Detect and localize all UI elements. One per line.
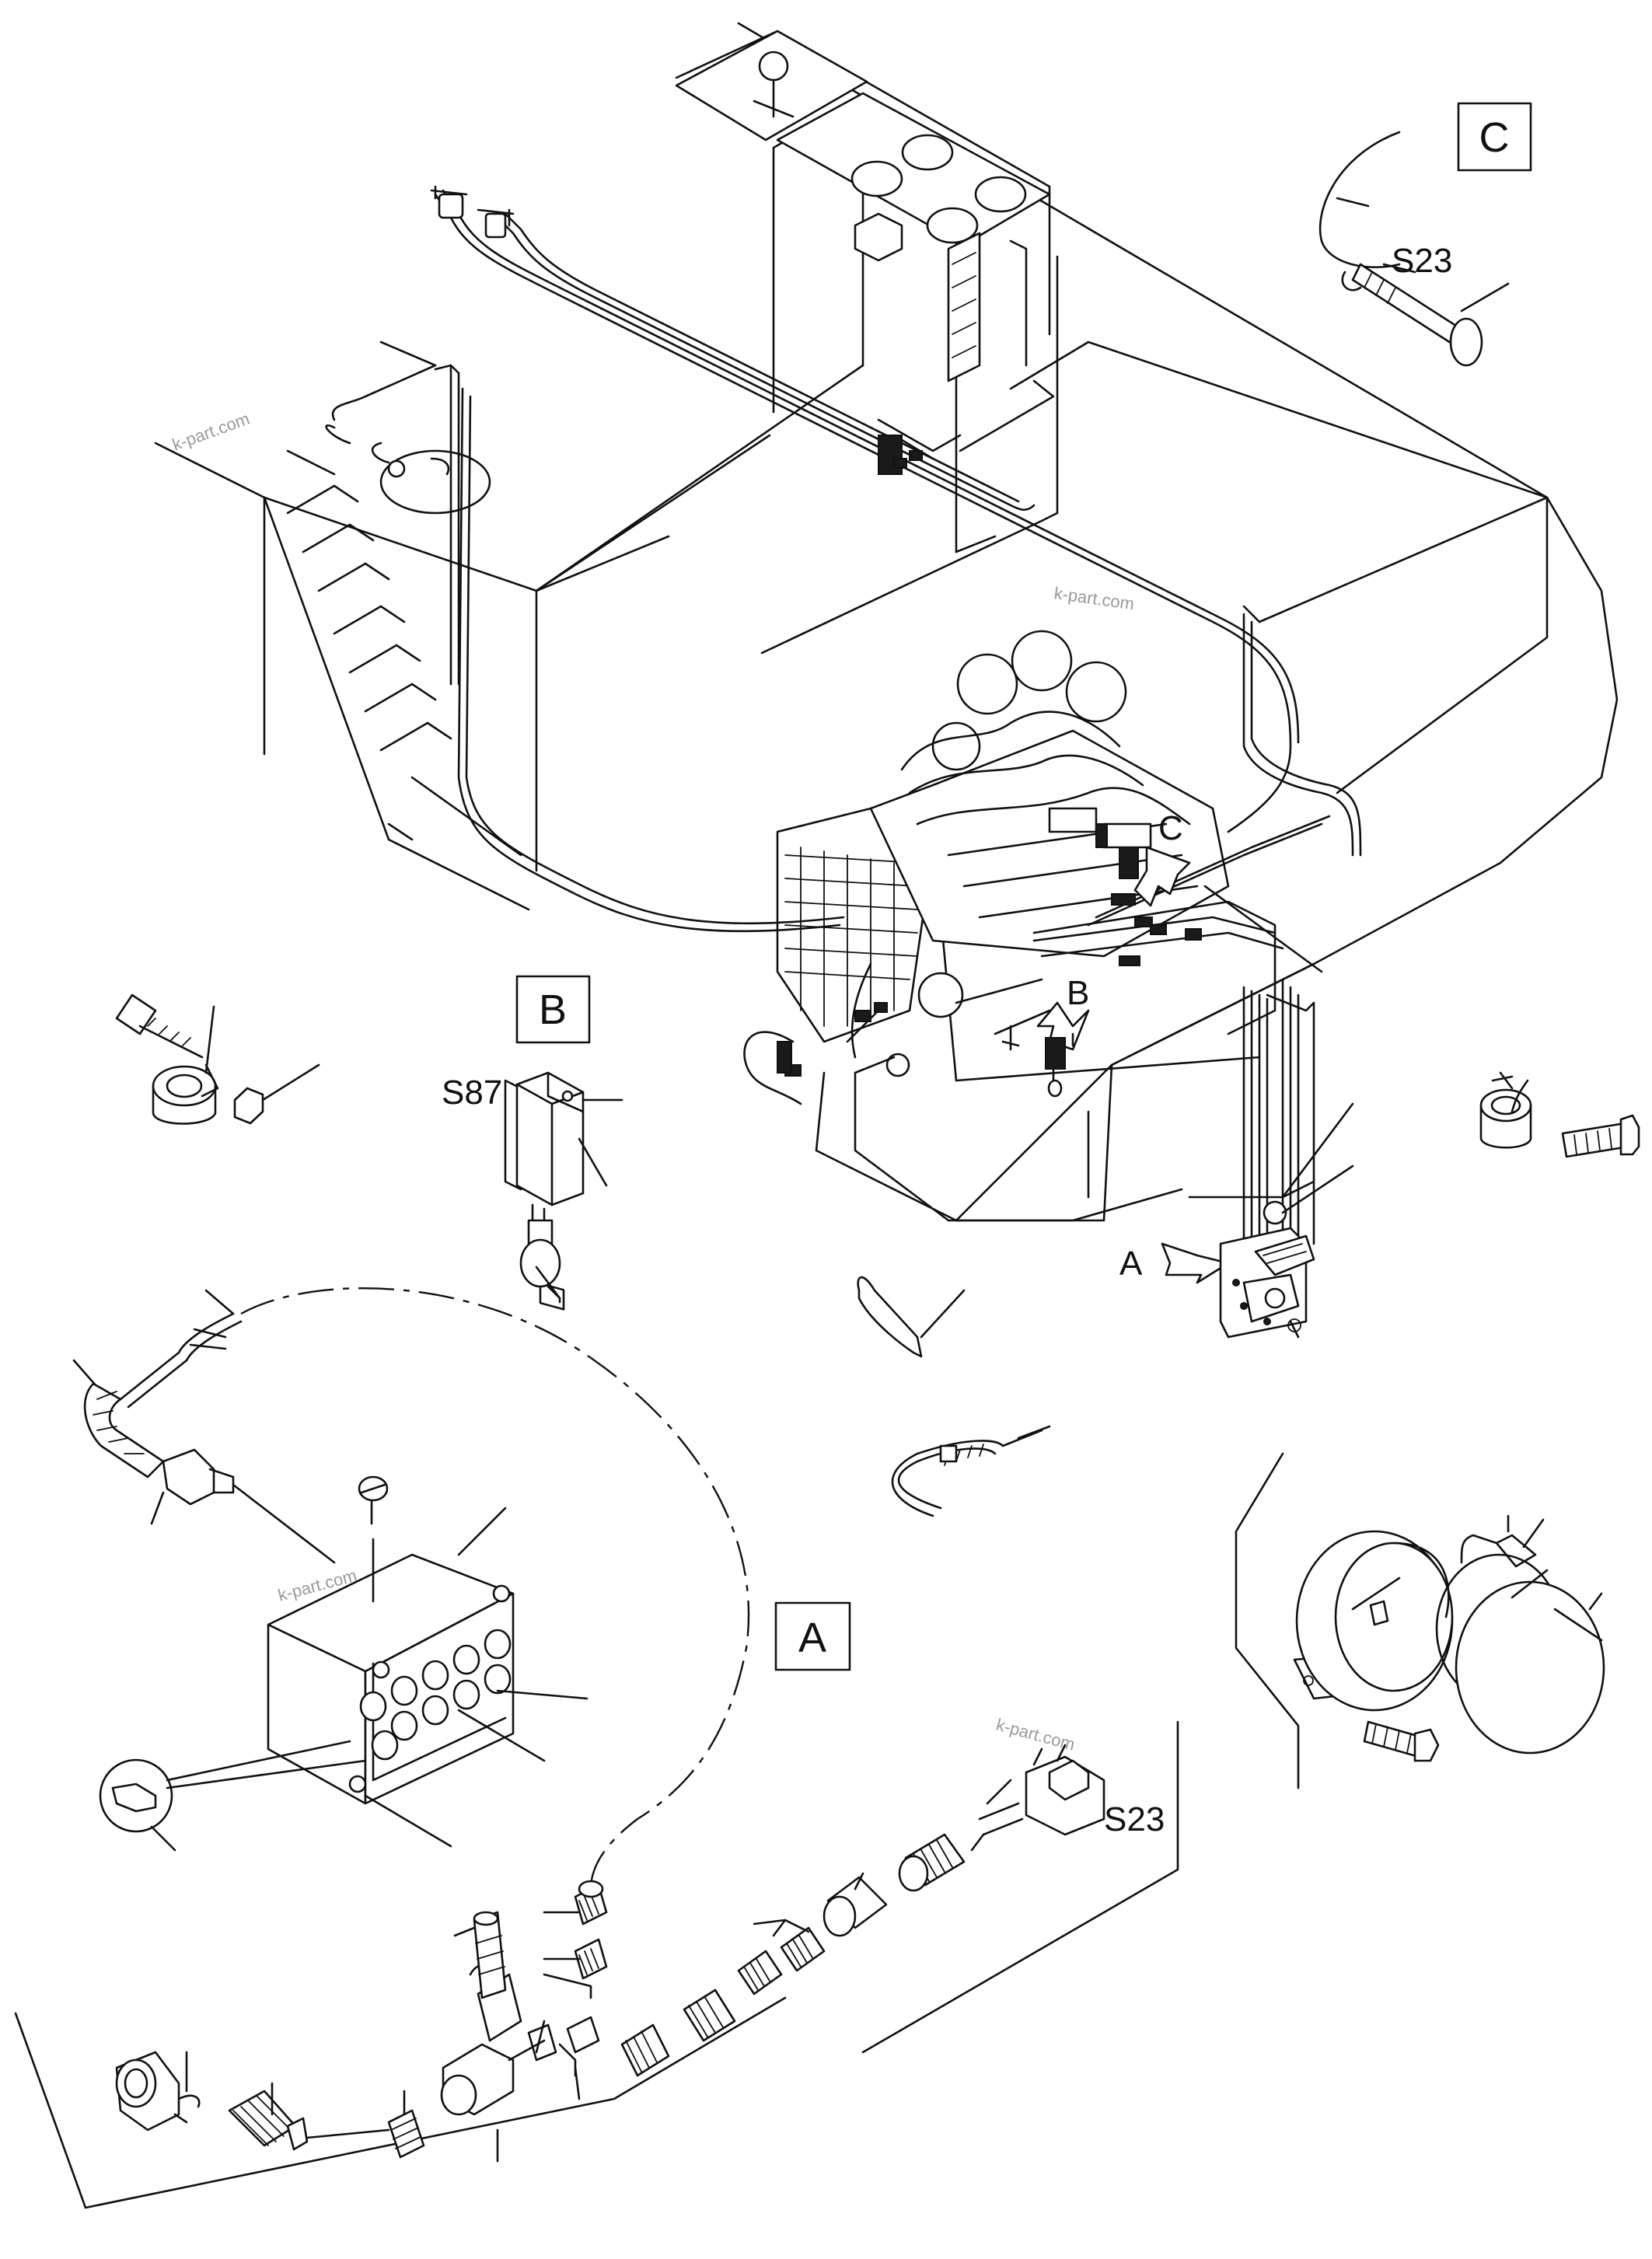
detail-c: C S23 <box>1318 102 1532 367</box>
pointer-b: B <box>1036 974 1089 1098</box>
watermark-1: k-part.com <box>169 409 252 455</box>
hose-conduit <box>72 1287 750 1890</box>
arrow-c-label: C <box>1158 809 1183 847</box>
fittings-chain: S23 <box>14 1720 1179 2209</box>
detail-c-box <box>1457 102 1532 172</box>
detail-c-label: C <box>1479 114 1510 161</box>
pointer-c: C <box>1133 809 1191 907</box>
tank-assembly <box>675 30 1055 460</box>
detail-a-label: A <box>798 1615 826 1661</box>
horn-assembly <box>1235 1452 1605 1789</box>
arrow-b-label: B <box>1067 974 1089 1012</box>
detail-b-label: B <box>539 986 567 1033</box>
watermarks: k-part.com k-part.com k-part.com k-part.… <box>169 409 1136 1754</box>
watermark-4: k-part.com <box>994 1715 1077 1754</box>
wire-harness <box>325 189 1362 1253</box>
top-sensors <box>371 185 515 515</box>
watermark-2: k-part.com <box>1053 583 1135 613</box>
engine-assembly <box>776 630 1230 1077</box>
harness-clamps <box>777 435 1202 1077</box>
detail-b-box <box>515 975 591 1044</box>
detail-a-box <box>774 1601 851 1671</box>
s87-label: S87 <box>442 1074 502 1112</box>
clamp-bolt-left <box>115 993 320 1125</box>
pointer-a: A <box>1119 1102 1354 1339</box>
s23-bottom-label: S23 <box>1104 1800 1165 1838</box>
arrow-a-label: A <box>1119 1245 1143 1283</box>
lamp-box <box>99 1475 589 1852</box>
ribbon-cable-tie <box>857 1276 1051 1517</box>
s23-top-label: S23 <box>1392 242 1452 280</box>
machine-body-outline <box>154 22 1619 1222</box>
detail-a: A <box>774 1601 851 1671</box>
clamp-bolt-right <box>1479 1071 1640 1158</box>
detail-b: B S87 <box>442 975 623 1311</box>
